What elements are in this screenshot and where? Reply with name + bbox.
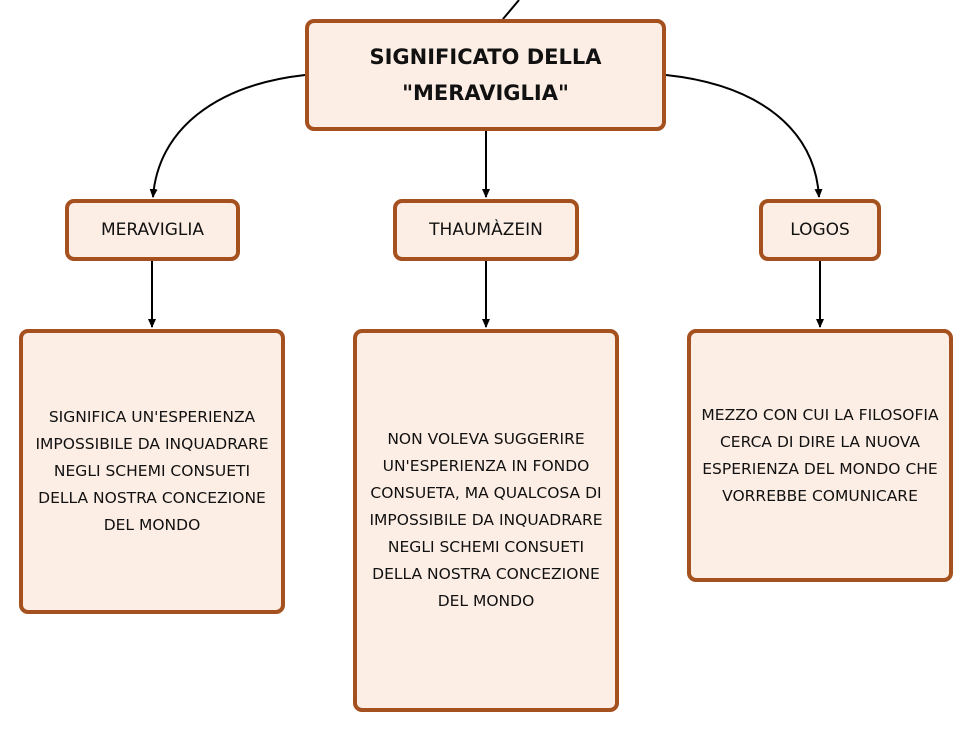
description-text-logos: MEZZO CON CUI LA FILOSOFIA CERCA DI DIRE… bbox=[701, 405, 939, 505]
description-text-thaumazein: NON VOLEVA SUGGERIRE UN'ESPERIENZA IN FO… bbox=[369, 430, 603, 610]
concept-node-logos[interactable]: LOGOS bbox=[759, 199, 881, 261]
description-node-thaumazein[interactable]: NON VOLEVA SUGGERIRE UN'ESPERIENZA IN FO… bbox=[353, 329, 619, 712]
description-node-meraviglia[interactable]: SIGNIFICA UN'ESPERIENZA IMPOSSIBILE DA I… bbox=[19, 329, 285, 614]
root-topic-node[interactable]: SIGNIFICATO DELLA "MERAVIGLIA" bbox=[305, 19, 666, 131]
incoming-connector bbox=[494, 0, 520, 28]
concept-node-meraviglia[interactable]: MERAVIGLIA bbox=[65, 199, 240, 261]
connector-root-to-meraviglia bbox=[149, 74, 306, 198]
description-node-logos[interactable]: MEZZO CON CUI LA FILOSOFIA CERCA DI DIRE… bbox=[687, 329, 953, 582]
description-text-meraviglia: SIGNIFICA UN'ESPERIENZA IMPOSSIBILE DA I… bbox=[35, 408, 269, 534]
connector-root-to-logos bbox=[665, 74, 823, 198]
concept-node-thaumazein[interactable]: THAUMÀZEIN bbox=[393, 199, 579, 261]
concept-label-logos: LOGOS bbox=[790, 220, 850, 240]
concept-label-meraviglia: MERAVIGLIA bbox=[100, 220, 204, 240]
root-topic-label: SIGNIFICATO DELLA "MERAVIGLIA" bbox=[369, 45, 602, 105]
concept-label-thaumazein: THAUMÀZEIN bbox=[429, 220, 543, 240]
